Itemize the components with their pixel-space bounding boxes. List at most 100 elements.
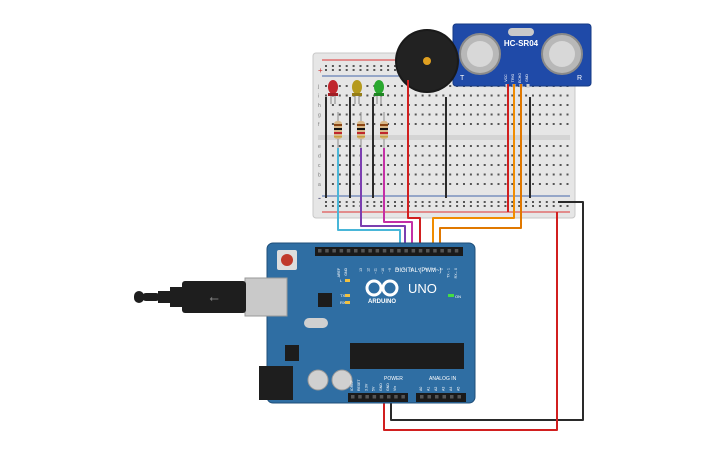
row-letter: i [318,94,319,100]
signal-wires [337,148,584,431]
header-pin [435,395,439,399]
header-pin [382,249,387,253]
rx-label: RX [340,300,346,305]
wire-orange-echo [439,212,522,250]
header-pin [390,249,394,253]
header-pin [346,249,351,253]
green-led[interactable] [374,80,384,104]
wire-gnd-black [390,201,584,421]
header-pin [442,395,446,399]
dc-jack [259,366,293,400]
sensor-t-mark: T [460,75,465,82]
row-letter: b [318,173,321,179]
pin-label: RESET [357,378,361,391]
reset-button[interactable] [281,254,293,266]
pin-label: A2 [434,387,438,391]
wire-purple [360,148,406,250]
pin-label: Vin [393,386,397,391]
yellow-led[interactable] [352,80,362,104]
tx-label: TX [340,293,345,298]
row-letter: h [318,103,321,109]
usb-port [244,277,288,317]
sensor-model-label: HC-SR04 [504,39,539,48]
sensor-pin-label: TRIG [511,74,515,83]
header-pin [339,249,344,253]
header-pin [318,249,322,253]
piezo-buzzer[interactable] [395,29,459,93]
sensor-pin-label: GND [525,74,529,82]
analog-header [416,393,466,402]
pin-label: A5 [457,387,461,391]
pin-label: ~5 [417,268,421,272]
header-pin [358,395,362,399]
l-label: L [340,278,343,283]
header-pin [387,395,391,399]
rail-plus-label: + [318,66,323,75]
sensor-r-mark: R [577,75,582,82]
header-pin [397,249,401,253]
wire-red-buzzer [407,196,421,250]
header-pin [450,395,454,399]
pin-label: 8 [396,268,400,270]
pin-label: 7 [403,268,407,270]
wire-magenta [383,148,413,250]
pin-label: 5V [372,386,376,391]
header-pin [375,249,380,253]
pin-label: GND [386,383,390,391]
header-pin [361,249,365,253]
wire-5v-red [383,212,558,431]
header-pin [379,395,384,399]
sensor-pin-label: VCC [504,74,508,82]
header-pin [411,249,416,253]
pin-label: IOREF [350,380,354,391]
header-pin [372,395,377,399]
header-pin [427,395,431,399]
digital-label: DIGITAL (PWM~) [395,268,442,274]
arduino-uno[interactable]: ARDUINO UNO DIGITAL (PWM~) POWER ANALOG … [244,242,476,404]
pin-label: A0 [419,387,423,391]
red-led[interactable] [328,80,338,104]
row-letter: a [318,182,321,188]
header-pin [418,249,423,253]
brand-label: ARDUINO [368,299,396,305]
sensor-pin [526,84,530,88]
wire-orange-trig [432,205,515,250]
pin-label: RX←0 [454,268,458,278]
pin-label: 4 [425,268,429,270]
header-pin [368,249,372,253]
header-pin [325,249,329,253]
header-pin [447,249,452,253]
header-pin [394,395,398,399]
breadboard-wires [325,80,531,212]
digital-header [315,247,463,256]
pin-label: A1 [427,387,431,391]
pin-label: A3 [442,387,446,391]
pin-label: GND [379,383,383,391]
on-led [448,294,454,297]
header-pin [433,249,437,253]
arduino-logo-icon [365,279,399,297]
row-letter: c [318,163,321,169]
header-pin [332,249,336,253]
pin-label: 2 [439,268,443,270]
resistor-red[interactable] [334,112,342,148]
usb-cable: ⭠ [134,281,246,313]
pin-label: ~10 [381,268,385,274]
header-pin [365,395,369,399]
header-pin [426,249,430,253]
pin-label: GND [344,268,348,276]
row-letter: d [318,154,321,160]
resistor-green[interactable] [380,112,388,148]
row-letter: f [318,122,320,128]
header-pin-holes [318,249,461,399]
row-letter: e [318,144,321,150]
header-pin [454,249,459,253]
resistor-yellow[interactable] [357,112,365,148]
pin-label: 12 [366,268,370,272]
pin-label: AREF [337,268,341,277]
row-letter: j [317,84,319,90]
